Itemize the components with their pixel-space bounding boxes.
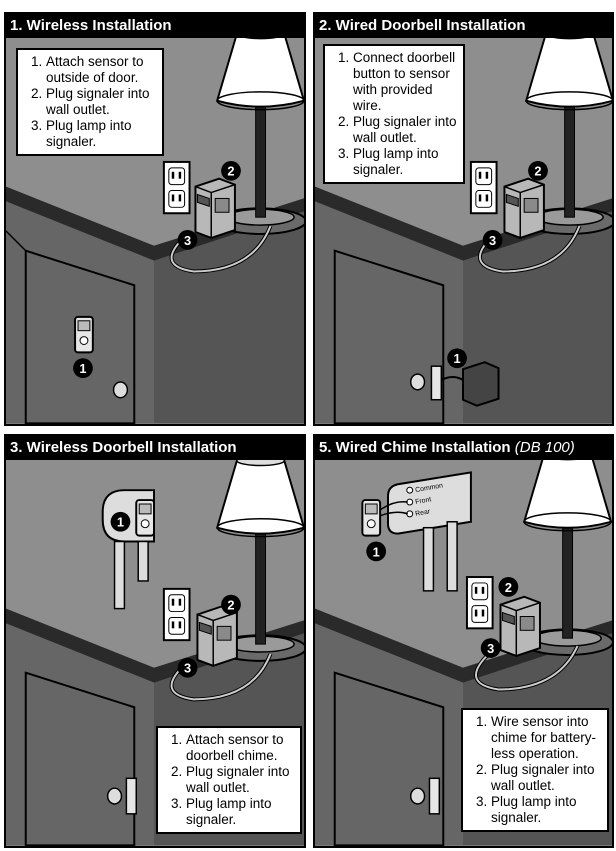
panel-title: 1. Wireless Installation (6, 14, 304, 38)
instruction-list: Wire sensor into chime for battery-less … (463, 710, 607, 830)
panel-wired-doorbell-installation: 2. Wired Doorbell Installation 2 3 1 Con… (313, 12, 614, 426)
step-3: Plug lamp into signaler. (353, 146, 457, 178)
step-2: Plug signaler into wall outlet. (186, 764, 294, 796)
instruction-list: Connect doorbell button to sensor with p… (325, 46, 463, 182)
panel-title: 2. Wired Doorbell Installation (315, 14, 612, 38)
panel-title: 5. Wired Chime Installation (319, 439, 511, 456)
callout-3: 3 (487, 641, 494, 656)
step-3: Plug lamp into signaler. (46, 118, 156, 150)
callout-3: 3 (184, 233, 191, 248)
callout-1: 1 (373, 544, 380, 559)
panel-wireless-doorbell-installation: 3. Wireless Doorbell Installation 1 2 3 … (4, 434, 306, 848)
panel-title-model: (DB 100) (515, 439, 575, 456)
callout-2: 2 (534, 164, 541, 179)
step-3: Plug lamp into signaler. (186, 796, 294, 828)
step-2: Plug signaler into wall outlet. (46, 86, 156, 118)
callout-1: 1 (79, 361, 86, 376)
callout-3: 3 (184, 661, 191, 676)
instructions-box: Attach sensor to doorbell chime. Plug si… (156, 726, 302, 834)
panel-title: 3. Wireless Doorbell Installation (6, 436, 304, 460)
panel-wireless-installation: 1. Wireless Installation 2 3 1 Attach se… (4, 12, 306, 426)
step-1: Attach sensor to outside of door. (46, 54, 156, 86)
step-1: Attach sensor to doorbell chime. (186, 732, 294, 764)
panel-wired-chime-installation: 5. Wired Chime Installation (DB 100) Com… (313, 434, 614, 848)
callout-2: 2 (227, 164, 234, 179)
instructions-box: Attach sensor to outside of door. Plug s… (16, 48, 164, 156)
instructions-box: Wire sensor into chime for battery-less … (461, 708, 609, 832)
callout-1: 1 (454, 351, 461, 366)
step-1: Connect doorbell button to sensor with p… (353, 50, 457, 114)
callout-2: 2 (505, 580, 512, 595)
step-1: Wire sensor into chime for battery-less … (491, 714, 601, 762)
callout-1: 1 (117, 515, 124, 530)
step-2: Plug signaler into wall outlet. (353, 114, 457, 146)
instruction-list: Attach sensor to outside of door. Plug s… (18, 50, 162, 154)
callout-3: 3 (489, 233, 496, 248)
instruction-list: Attach sensor to doorbell chime. Plug si… (158, 728, 300, 832)
step-3: Plug lamp into signaler. (491, 794, 601, 826)
instructions-box: Connect doorbell button to sensor with p… (323, 44, 465, 184)
panel-title-row: 5. Wired Chime Installation (DB 100) (315, 436, 612, 460)
step-2: Plug signaler into wall outlet. (491, 762, 601, 794)
callout-2: 2 (227, 598, 234, 613)
